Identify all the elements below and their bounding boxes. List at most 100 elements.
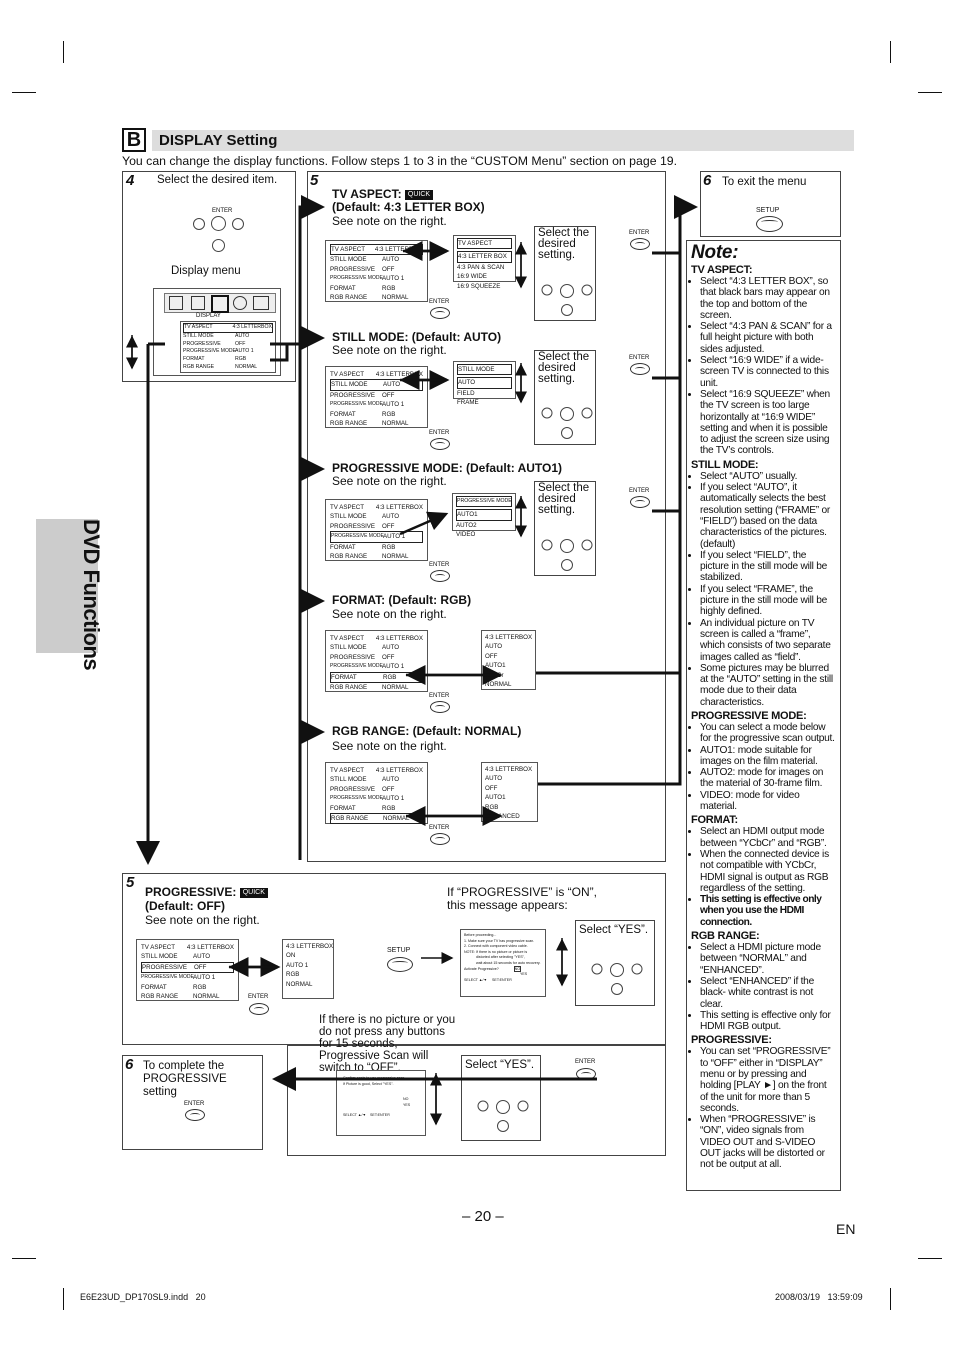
no-option[interactable]: NO (513, 965, 522, 972)
progressive-mode-title: PROGRESSIVE MODE: (Default: AUTO1) (332, 461, 563, 475)
if-on-text: If “PROGRESSIVE” is “ON”, this message a… (447, 885, 598, 912)
step4-box: 4 Select the desired item. ENTER Display… (122, 171, 296, 382)
quick-badge: QUICK (239, 887, 268, 898)
see-note: See note on the right. (145, 913, 260, 927)
menu-icon (191, 296, 205, 310)
file-name: E6E23UD_DP170SL9.indd 20 (80, 1292, 206, 1302)
section-title: DISPLAY Setting (159, 132, 278, 149)
enter-button-icon (430, 701, 450, 713)
enter-button-icon (249, 1003, 269, 1015)
note-panel: Note: TV ASPECT: Select “4:3 LETTER BOX”… (686, 240, 841, 1191)
step-number: 6 (125, 1056, 134, 1073)
exit-menu-text: To exit the menu (722, 176, 807, 188)
note-progressive-mode-list: You can select a mode below for the prog… (691, 722, 836, 812)
step-number: 6 (703, 172, 712, 189)
tv-aspect-title: TV ASPECT: QUICK (332, 188, 434, 201)
language-code: EN (836, 1221, 856, 1237)
option-value: OFF (485, 652, 498, 660)
option-value: AUTO (485, 775, 503, 783)
menu-icon-bar (164, 293, 276, 313)
crop-mark (12, 92, 36, 93)
quick-badge: QUICK (404, 189, 434, 200)
tv-aspect-default: (Default: 4:3 LETTER BOX) (332, 200, 485, 214)
down-key-icon (212, 239, 225, 252)
enter-button-icon (430, 438, 450, 450)
yes-option[interactable]: YES (520, 972, 528, 977)
enter-button-icon (185, 1109, 205, 1121)
side-tab: DVD Functions (36, 519, 104, 670)
option-value: 4:3 LETTERBOX (485, 634, 533, 641)
intro-text: You can change the display functions. Fo… (122, 154, 678, 168)
option-value: RGB (286, 971, 300, 979)
step-number: 5 (126, 874, 135, 891)
step-number: 4 (126, 172, 135, 189)
tv-aspect-options: TV ASPECT 4:3 LETTER BOX 4:3 PAN & SCAN … (453, 235, 516, 290)
note-tv-aspect-list: Select “4:3 LETTER BOX”, so that black b… (691, 276, 836, 457)
rgb-range-title: RGB RANGE: (Default: NORMAL) (332, 724, 522, 738)
section-header-bar: DISPLAY Setting (152, 130, 854, 151)
yes-option[interactable]: YES (403, 1102, 411, 1107)
note-rgb-range-list: Select a HDMI picture mode between “NORM… (691, 942, 836, 1032)
enter-key-icon (211, 216, 226, 231)
setup-button-icon (756, 216, 783, 232)
crop-mark (63, 41, 64, 63)
page-number: – 20 – (462, 1208, 504, 1225)
option-value: 4:3 LETTERBOX (286, 943, 334, 950)
select-setting-remote: Select the desired setting. (534, 481, 596, 576)
crop-mark (918, 92, 942, 93)
crop-mark (63, 1288, 64, 1310)
menu-icon (233, 296, 247, 310)
option-value: 4:3 LETTERBOX (485, 766, 533, 773)
see-note: See note on the right. (332, 343, 447, 357)
note-title: Note: (691, 242, 739, 263)
crop-mark (12, 1258, 36, 1259)
no-option[interactable]: NO (403, 1097, 409, 1102)
step6-exit-box: 6 To exit the menu SETUP (700, 171, 841, 237)
display-menu-label: Display menu (171, 265, 241, 277)
format-title: FORMAT: (Default: RGB) (332, 593, 472, 607)
